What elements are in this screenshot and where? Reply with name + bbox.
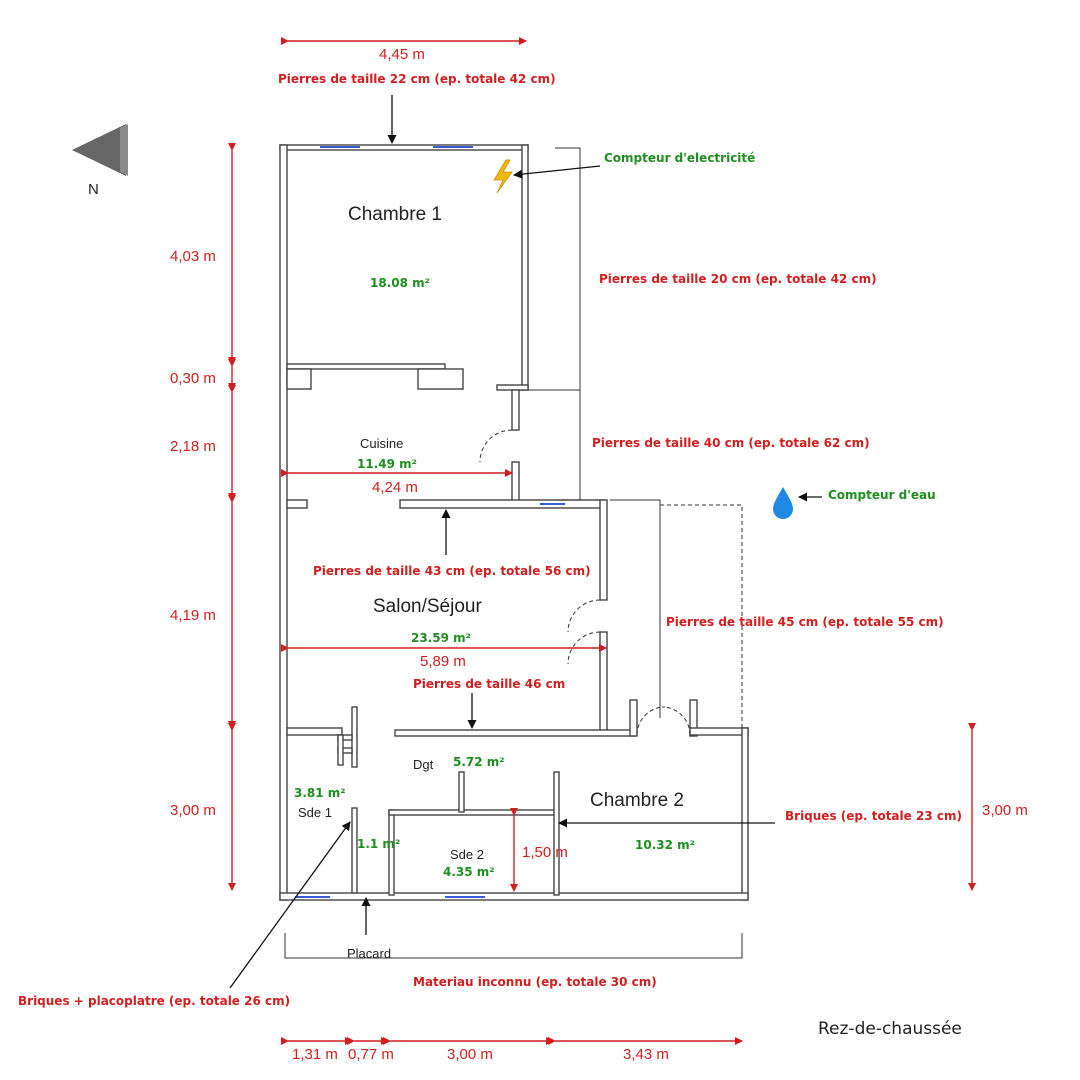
room-area-sde2: 4.35 m² bbox=[443, 865, 495, 879]
dim-right-chambre2: 3,00 m bbox=[982, 802, 1028, 819]
material-salon-south: Pierres de taille 46 cm bbox=[413, 677, 565, 691]
room-name-cuisine: Cuisine bbox=[360, 436, 403, 451]
north-label: N bbox=[88, 181, 99, 198]
doors bbox=[479, 429, 691, 736]
dim-salon-width: 5,89 m bbox=[420, 653, 466, 670]
meter-electricity-label: Compteur d'electricité bbox=[604, 151, 755, 165]
material-salon-north: Pierres de taille 43 cm (ep. totale 56 c… bbox=[313, 564, 591, 578]
room-area-salon: 23.59 m² bbox=[411, 631, 471, 645]
dim-sde2-height: 1,50 m bbox=[522, 844, 568, 861]
annotation-arrows bbox=[229, 95, 822, 989]
room-name-chambre2: Chambre 2 bbox=[590, 790, 684, 811]
material-bottom: Materiau inconnu (ep. totale 30 cm) bbox=[413, 975, 657, 989]
dim-left-3: 2,18 m bbox=[170, 438, 216, 455]
bottom-bracket bbox=[284, 933, 743, 959]
room-area-chambre1: 18.08 m² bbox=[370, 276, 430, 290]
room-name-chambre1: Chambre 1 bbox=[348, 204, 442, 225]
room-name-sde1: Sde 1 bbox=[298, 805, 332, 820]
material-top: Pierres de taille 22 cm (ep. totale 42 c… bbox=[278, 72, 556, 86]
material-salon-east: Pierres de taille 45 cm (ep. totale 55 c… bbox=[666, 615, 944, 629]
windows bbox=[295, 146, 565, 898]
dim-bottom-1: 1,31 m bbox=[292, 1046, 338, 1063]
room-area-placard: 1.1 m² bbox=[357, 837, 400, 851]
room-area-dgt: 5.72 m² bbox=[453, 755, 505, 769]
room-name-placard: Placard bbox=[347, 946, 391, 961]
material-east-chambre1: Pierres de taille 20 cm (ep. totale 42 c… bbox=[599, 272, 877, 286]
dim-bottom-3: 3,00 m bbox=[447, 1046, 493, 1063]
material-east-cuisine: Pierres de taille 40 cm (ep. totale 62 c… bbox=[592, 436, 870, 450]
dimension-lines bbox=[228, 37, 976, 1045]
dim-left-5: 3,00 m bbox=[170, 802, 216, 819]
material-briques-placo: Briques + placoplatre (ep. totale 26 cm) bbox=[18, 994, 290, 1008]
room-name-dgt: Dgt bbox=[413, 757, 434, 772]
dim-left-2: 0,30 m bbox=[170, 370, 216, 387]
dim-top-width: 4,45 m bbox=[379, 46, 425, 63]
dim-left-4: 4,19 m bbox=[170, 607, 216, 624]
room-area-chambre2: 10.32 m² bbox=[635, 838, 695, 852]
room-area-sde1: 3.81 m² bbox=[294, 786, 346, 800]
dim-left-1: 4,03 m bbox=[170, 248, 216, 265]
north-arrow-icon bbox=[72, 124, 128, 176]
material-briques: Briques (ep. totale 23 cm) bbox=[785, 809, 962, 823]
room-name-sde2: Sde 2 bbox=[450, 847, 484, 862]
annex-outline bbox=[528, 147, 743, 728]
dim-bottom-2: 0,77 m bbox=[348, 1046, 394, 1063]
floor-label: Rez-de-chaussée bbox=[818, 1019, 962, 1039]
dim-bottom-4: 3,43 m bbox=[623, 1046, 669, 1063]
room-area-cuisine: 11.49 m² bbox=[357, 457, 417, 471]
dim-cuisine-width: 4,24 m bbox=[372, 479, 418, 496]
water-meter-icon bbox=[773, 487, 793, 519]
meter-water-label: Compteur d'eau bbox=[828, 488, 936, 502]
walls bbox=[279, 144, 749, 901]
electricity-meter-icon bbox=[493, 159, 513, 194]
room-name-salon: Salon/Séjour bbox=[373, 596, 482, 617]
